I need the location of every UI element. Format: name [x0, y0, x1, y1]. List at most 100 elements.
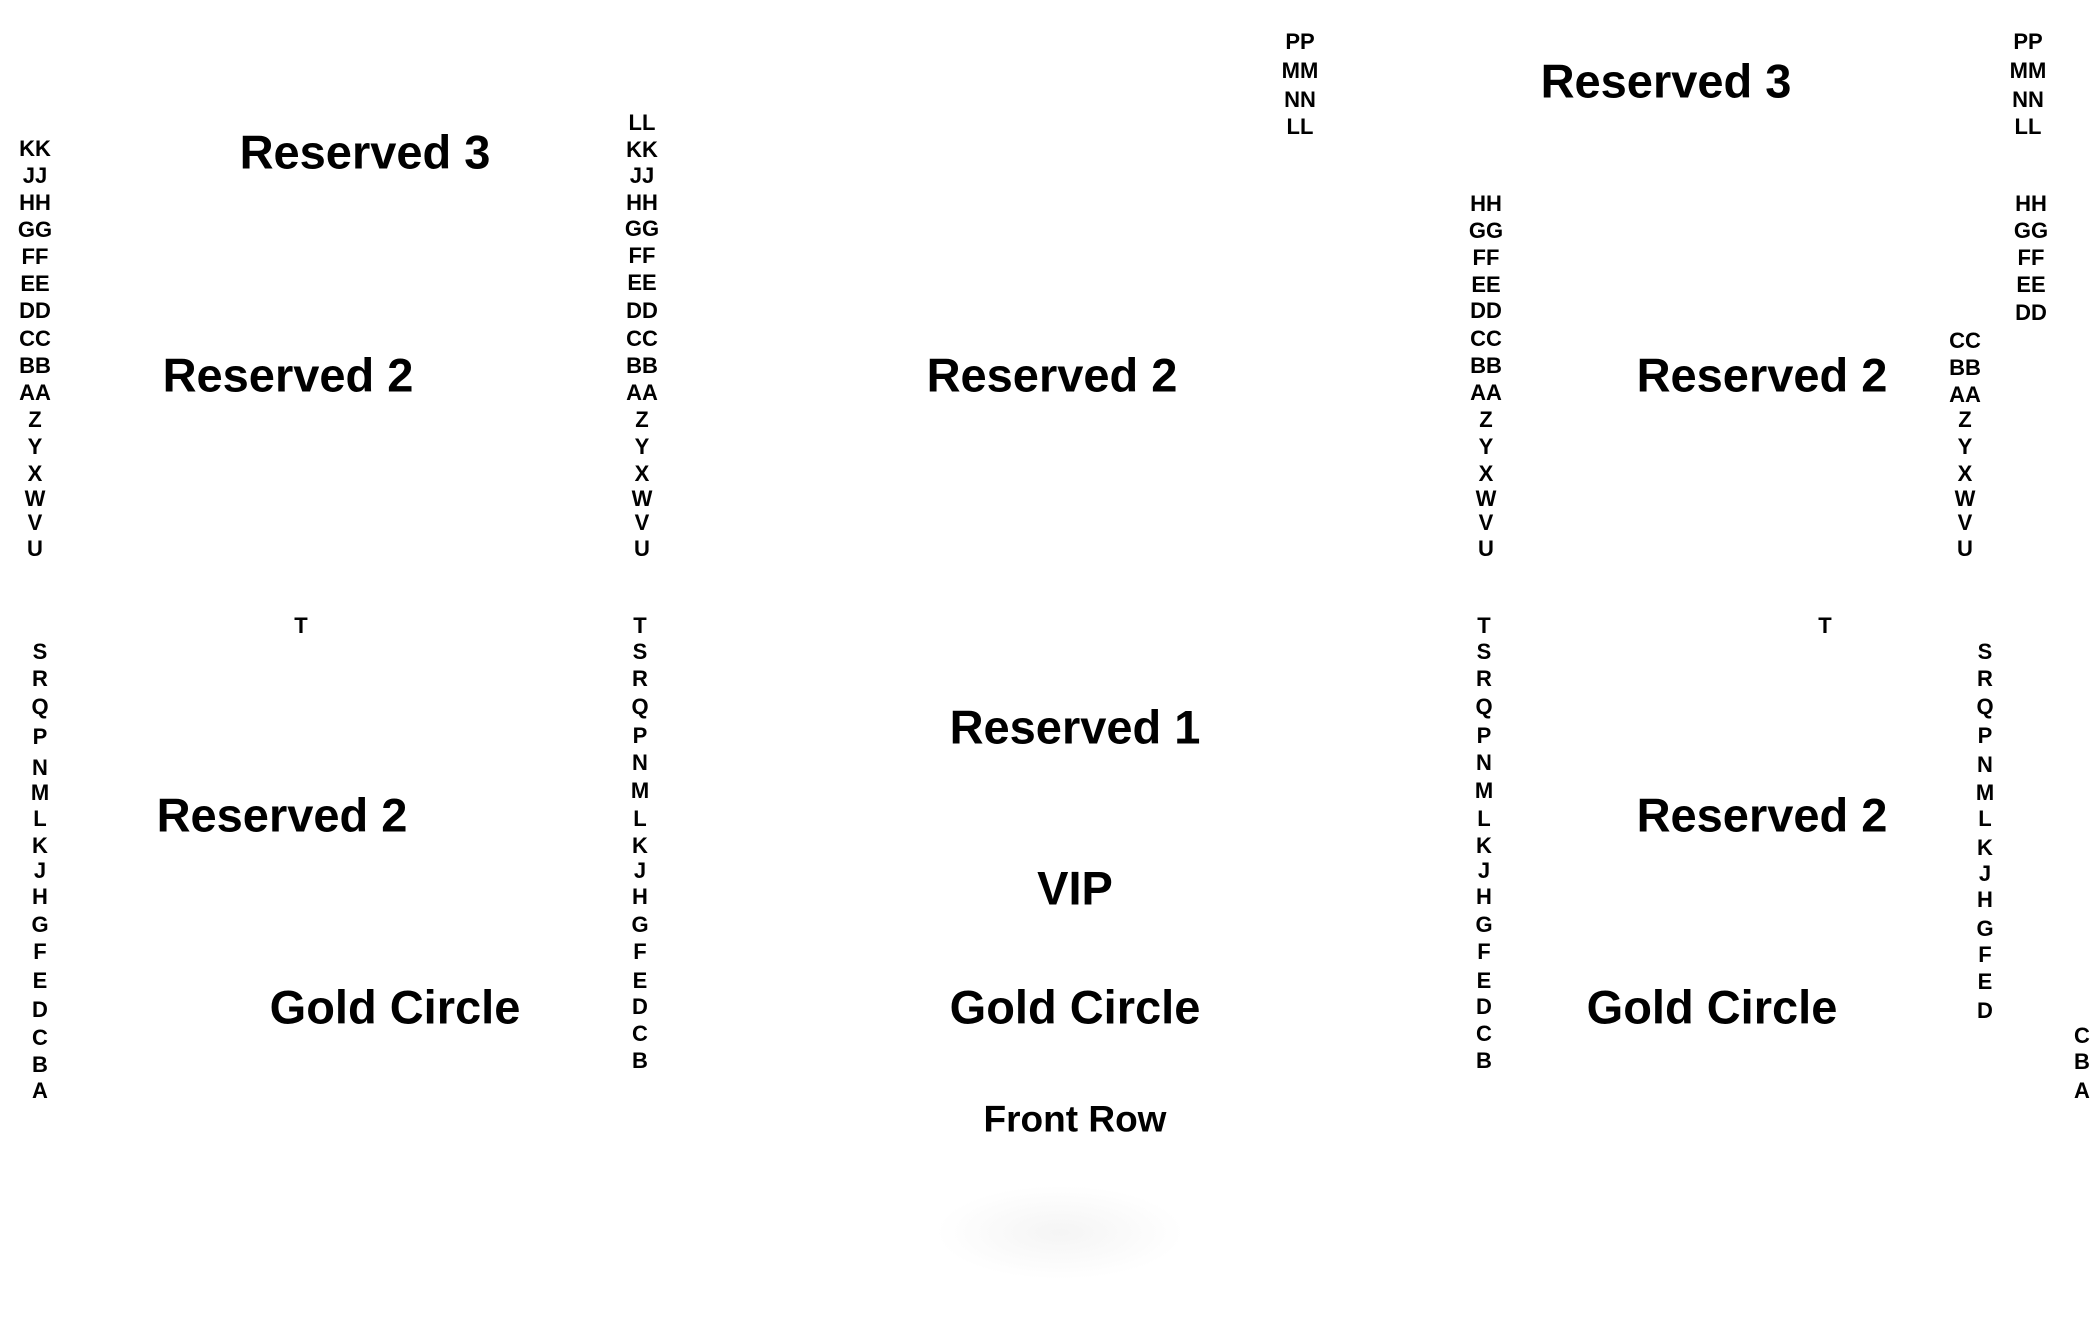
row-label: L	[33, 806, 47, 831]
row-label: LL	[1286, 114, 1314, 139]
section-label: Reserved 2	[1636, 788, 1888, 842]
section-label: Reserved 1	[949, 700, 1201, 754]
row-label: EE	[627, 270, 657, 295]
row-label: DD	[19, 298, 51, 323]
row-label: Q	[31, 694, 49, 719]
row-label: D	[32, 997, 48, 1022]
row-label: DD	[626, 298, 658, 323]
row-label: N	[1977, 752, 1993, 777]
row-label: S	[1476, 639, 1492, 664]
row-label: G	[1475, 912, 1493, 937]
row-label: L	[1978, 806, 1992, 831]
row-label: L	[633, 806, 647, 831]
row-label: K	[632, 833, 648, 858]
row-label: FF	[628, 243, 656, 268]
row-label: G	[631, 912, 649, 937]
row-label: N	[1476, 750, 1492, 775]
row-label: M	[1975, 780, 1995, 805]
row-label: U	[1957, 536, 1973, 561]
row-label: A	[32, 1078, 48, 1103]
row-label: U	[634, 536, 650, 561]
row-label: FF	[21, 244, 49, 269]
row-label: BB	[1949, 355, 1981, 380]
row-label: D	[1977, 998, 1993, 1023]
row-label: U	[27, 536, 43, 561]
row-label: T	[294, 613, 308, 638]
row-label: EE	[1471, 272, 1501, 297]
row-label: F	[1978, 942, 1992, 967]
row-label: Y	[1957, 434, 1973, 459]
row-label: Y	[634, 434, 650, 459]
row-label: GG	[1468, 218, 1504, 243]
section-label: Gold Circle	[949, 980, 1201, 1034]
row-label: PP	[1285, 29, 1315, 54]
row-label: T	[1477, 613, 1491, 638]
faint-smudge	[935, 1185, 1185, 1280]
row-label: B	[32, 1052, 48, 1077]
row-label: E	[32, 968, 48, 993]
row-label: CC	[1949, 328, 1981, 353]
row-label: F	[1477, 939, 1491, 964]
row-label: Q	[631, 694, 649, 719]
row-label: AA	[626, 380, 658, 405]
section-label: Reserved 2	[162, 348, 414, 402]
row-label: X	[1957, 461, 1973, 486]
row-label: BB	[626, 353, 658, 378]
row-label: LL	[628, 110, 656, 135]
row-label: AA	[1470, 380, 1502, 405]
row-label: X	[27, 461, 43, 486]
row-label: Z	[28, 407, 42, 432]
row-label: GG	[17, 217, 53, 242]
row-label: N	[632, 750, 648, 775]
row-label: FF	[2017, 245, 2045, 270]
row-label: KK	[626, 137, 658, 162]
row-label: M	[30, 780, 50, 805]
row-label: N	[32, 755, 48, 780]
row-label: AA	[1949, 382, 1981, 407]
row-label: J	[1477, 858, 1491, 883]
section-label: Reserved 3	[239, 125, 491, 179]
row-label: J	[1978, 861, 1992, 886]
row-label: J	[633, 858, 647, 883]
row-label: Z	[635, 407, 649, 432]
row-label: GG	[2013, 218, 2049, 243]
row-label: V	[1478, 510, 1494, 535]
row-label: L	[1477, 806, 1491, 831]
row-label: V	[27, 510, 43, 535]
row-label: A	[2074, 1078, 2090, 1103]
row-label: F	[33, 939, 47, 964]
row-label: HH	[19, 190, 51, 215]
row-label: V	[1957, 510, 1973, 535]
row-label: P	[1476, 723, 1492, 748]
row-label: D	[632, 994, 648, 1019]
row-label: H	[1977, 887, 1993, 912]
row-label: S	[32, 639, 48, 664]
row-label: EE	[2016, 272, 2046, 297]
row-label: G	[1976, 916, 1994, 941]
row-label: PP	[2013, 29, 2043, 54]
row-label: NN	[1284, 87, 1316, 112]
row-label: GG	[624, 216, 660, 241]
row-label: R	[632, 666, 648, 691]
row-label: E	[1977, 969, 1993, 994]
row-label: K	[32, 833, 48, 858]
row-label: MM	[1281, 58, 1319, 83]
row-label: H	[32, 884, 48, 909]
row-label: W	[1475, 486, 1497, 511]
row-label: B	[2074, 1049, 2090, 1074]
row-label: Q	[1475, 694, 1493, 719]
row-label: F	[633, 939, 647, 964]
row-label: W	[631, 486, 653, 511]
row-label: HH	[1470, 191, 1502, 216]
row-label: B	[1476, 1048, 1492, 1073]
row-label: C	[32, 1025, 48, 1050]
row-label: W	[1954, 486, 1976, 511]
section-label: Reserved 3	[1540, 54, 1792, 108]
row-label: E	[1476, 968, 1492, 993]
row-label: MM	[2009, 58, 2047, 83]
row-label: CC	[19, 326, 51, 351]
row-label: B	[632, 1048, 648, 1073]
row-label: P	[32, 724, 48, 749]
row-label: H	[632, 884, 648, 909]
